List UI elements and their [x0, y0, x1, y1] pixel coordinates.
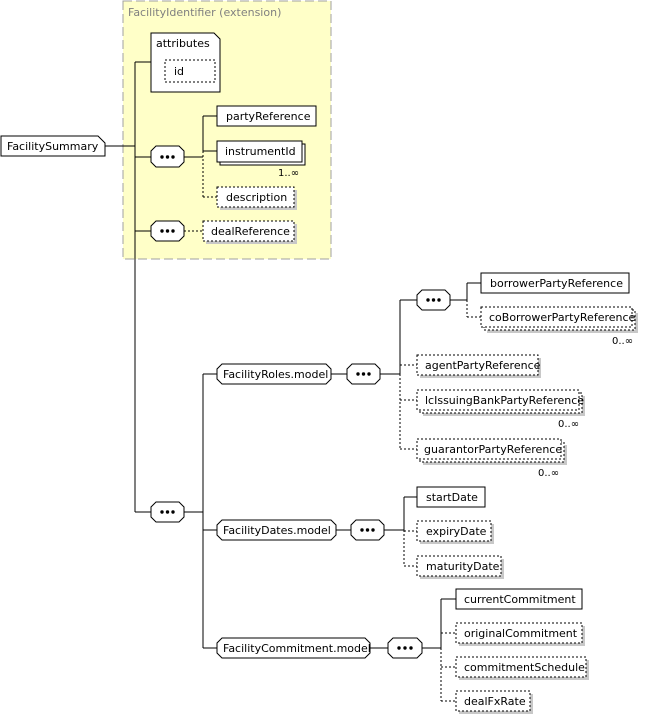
sequence-compositor-borrowers — [416, 289, 451, 311]
element-deal-fx-rate[interactable]: dealFxRate — [455, 690, 533, 714]
element-commitment-schedule[interactable]: commitmentSchedule — [455, 656, 589, 680]
svg-text:description: description — [226, 191, 287, 204]
svg-text:originalCommitment: originalCommitment — [464, 627, 578, 640]
svg-text:coBorrowerPartyReference: coBorrowerPartyReference — [489, 311, 636, 324]
sequence-compositor-main — [150, 501, 185, 523]
element-lc-issuing-bank-party-reference[interactable]: lcIssuingBankPartyReference — [416, 389, 585, 416]
svg-text:currentCommitment: currentCommitment — [464, 593, 576, 606]
extension-label: FacilityIdentifier (extension) — [128, 6, 281, 19]
sequence-compositor-identifier — [150, 145, 185, 168]
svg-text:id: id — [174, 65, 184, 78]
element-agent-party-reference[interactable]: agentPartyReference — [416, 354, 541, 378]
element-maturity-date[interactable]: maturityDate — [416, 555, 504, 579]
svg-text:dealReference: dealReference — [211, 225, 290, 238]
svg-text:FacilitySummary: FacilitySummary — [7, 140, 99, 153]
svg-text:lcIssuingBankPartyReference: lcIssuingBankPartyReference — [425, 394, 584, 407]
svg-text:FacilityCommitment.model: FacilityCommitment.model — [223, 642, 371, 655]
element-current-commitment[interactable]: currentCommitment — [455, 588, 583, 610]
svg-text:commitmentSchedule: commitmentSchedule — [464, 661, 585, 674]
group-facility-commitment-model[interactable]: FacilityCommitment.model — [216, 637, 371, 659]
attribute-id[interactable]: id — [164, 59, 216, 83]
element-start-date[interactable]: startDate — [416, 486, 486, 508]
sequence-compositor-roles — [346, 363, 381, 385]
connector-lines — [105, 61, 481, 702]
element-guarantor-party-reference[interactable]: guarantorPartyReference — [416, 438, 567, 465]
group-facility-roles-model[interactable]: FacilityRoles.model — [216, 363, 332, 385]
element-borrower-party-reference[interactable]: borrowerPartyReference — [480, 272, 630, 294]
svg-text:instrumentId: instrumentId — [225, 145, 296, 158]
svg-text:guarantorPartyReference: guarantorPartyReference — [424, 443, 562, 456]
element-co-borrower-party-reference[interactable]: coBorrowerPartyReference — [480, 306, 638, 333]
occurrence-instrument-id: 1..∞ — [278, 168, 299, 179]
svg-text:partyReference: partyReference — [226, 110, 311, 123]
occurrence-co-borrower: 0..∞ — [612, 336, 633, 347]
element-expiry-date[interactable]: expiryDate — [416, 520, 494, 544]
element-deal-reference[interactable]: dealReference — [202, 220, 297, 244]
svg-text:borrowerPartyReference: borrowerPartyReference — [490, 277, 623, 290]
element-party-reference[interactable]: partyReference — [216, 105, 317, 127]
svg-text:FacilityRoles.model: FacilityRoles.model — [223, 368, 328, 381]
sequence-compositor-commitment — [387, 637, 423, 659]
svg-text:attributes: attributes — [156, 37, 210, 50]
occurrence-lc-issuing: 0..∞ — [558, 419, 579, 430]
element-original-commitment[interactable]: originalCommitment — [455, 622, 585, 646]
element-instrument-id[interactable]: instrumentId — [216, 140, 306, 166]
svg-text:agentPartyReference: agentPartyReference — [425, 359, 541, 372]
root-element-facility-summary[interactable]: FacilitySummary — [0, 135, 106, 157]
svg-text:maturityDate: maturityDate — [426, 560, 500, 573]
svg-text:FacilityDates.model: FacilityDates.model — [223, 524, 331, 537]
svg-text:startDate: startDate — [426, 491, 478, 504]
occurrence-guarantor: 0..∞ — [538, 468, 559, 479]
sequence-compositor-dates — [350, 519, 385, 541]
svg-text:expiryDate: expiryDate — [426, 525, 487, 538]
svg-text:dealFxRate: dealFxRate — [464, 695, 526, 708]
element-description[interactable]: description — [216, 186, 297, 210]
group-facility-dates-model[interactable]: FacilityDates.model — [216, 519, 337, 541]
sequence-compositor-deal — [150, 220, 185, 242]
